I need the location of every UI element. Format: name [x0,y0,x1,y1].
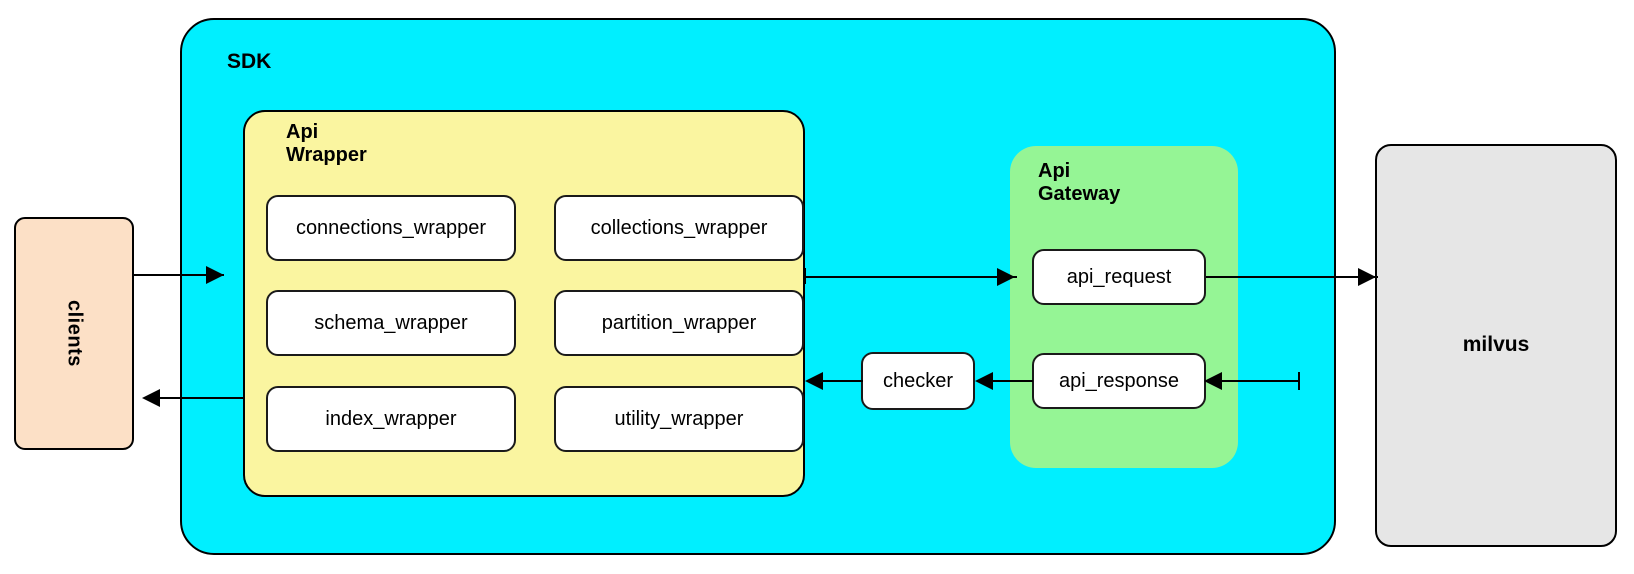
api-wrapper-label: Api Wrapper [286,121,367,166]
card-label: index_wrapper [325,407,457,430]
clients-node[interactable]: clients [14,217,134,450]
card-label: schema_wrapper [314,311,468,334]
arrowhead-wrapper-to-api-request [997,268,1015,286]
milvus-label: milvus [1462,333,1530,357]
card-label: api_response [1058,369,1180,392]
sdk-label: SDK [227,50,272,73]
milvus-node[interactable]: milvus [1375,144,1617,547]
card-partition-wrapper[interactable]: partition_wrapper [554,290,804,356]
card-label: api_request [1066,265,1172,288]
checker-label: checker [882,369,954,392]
arrowhead-api-response-to-checker [975,372,993,390]
connector-wrapper-to-clients [160,397,243,399]
card-index-wrapper[interactable]: index_wrapper [266,386,516,452]
card-label: partition_wrapper [601,311,757,334]
card-collections-wrapper[interactable]: collections_wrapper [554,195,804,261]
card-connections-wrapper[interactable]: connections_wrapper [266,195,516,261]
card-schema-wrapper[interactable]: schema_wrapper [266,290,516,356]
checker-node[interactable]: checker [861,352,975,410]
api-gateway-container[interactable]: Api Gateway [1010,146,1238,468]
card-label: connections_wrapper [295,216,487,239]
connector-wrapper-exit-stub [804,268,806,284]
card-utility-wrapper[interactable]: utility_wrapper [554,386,804,452]
connector-checker-to-wrapper [823,380,863,382]
card-label: utility_wrapper [614,407,744,430]
card-api-response[interactable]: api_response [1032,353,1206,409]
arrowhead-clients-to-wrapper [206,266,224,284]
arrowhead-api-request-to-milvus [1358,268,1376,286]
card-api-request[interactable]: api_request [1032,249,1206,305]
arrowhead-checker-to-wrapper [805,372,823,390]
clients-label: clients [63,300,86,367]
connector-wrapper-to-api-request [805,276,1017,278]
connector-api-response-to-checker [993,380,1033,382]
connector-clients-to-wrapper [134,274,224,276]
api-gateway-label: Api Gateway [1038,160,1121,205]
card-label: collections_wrapper [590,216,768,239]
connector-milvus-to-api-response [1222,380,1300,382]
arrowhead-wrapper-to-clients [142,389,160,407]
connector-api-request-to-milvus [1206,276,1378,278]
connector-milvus-return-stub [1298,372,1300,390]
arrowhead-milvus-to-api-response [1204,372,1222,390]
